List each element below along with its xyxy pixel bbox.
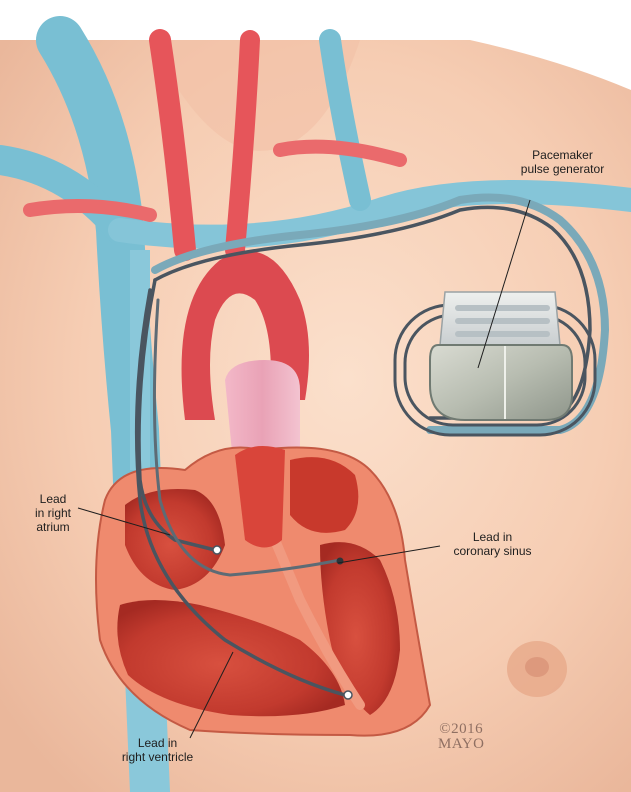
right-atrium-label: Lead in right atrium [22,492,84,534]
copyright-credit: ©2016 MAYO [438,722,484,752]
pacemaker-leads [134,193,610,697]
atrial-lead-tip [212,545,222,555]
aortic-root [235,446,285,548]
pacemaker-device [393,291,597,437]
pacemaker-label-line-1: Pacemaker [532,148,593,162]
coronary-sinus-label-line-2: coronary sinus [453,544,532,558]
right-atrium-label-line-1: Lead [39,492,67,506]
right-ventricle-label-line-2: right ventricle [121,750,194,764]
right-ventricle-label-line-1: Lead in [137,736,178,750]
leader-lines [77,199,531,739]
pulmonary-trunk [225,360,300,461]
pacemaker-label-line-2: pulse generator [520,162,605,176]
copyright-org: MAYO [438,736,485,752]
pacemaker-label: Pacemaker pulse generator [505,148,620,176]
ventricular-lead-tip [343,690,353,700]
right-ventricle-label: Lead in right ventricle [105,736,210,764]
right-ventricle [117,600,345,717]
coronary-sinus-label-line-1: Lead in [472,530,513,544]
copyright-year: ©2016 [439,721,484,737]
arteries [23,29,407,261]
right-atrium-label-line-3: atrium [36,520,70,534]
left-atrium [290,457,359,533]
nipple-center [525,657,549,677]
coronary-lead-tip [336,557,344,565]
right-atrium-label-line-2: in right [34,506,72,520]
coronary-sinus-label: Lead in coronary sinus [440,530,545,558]
